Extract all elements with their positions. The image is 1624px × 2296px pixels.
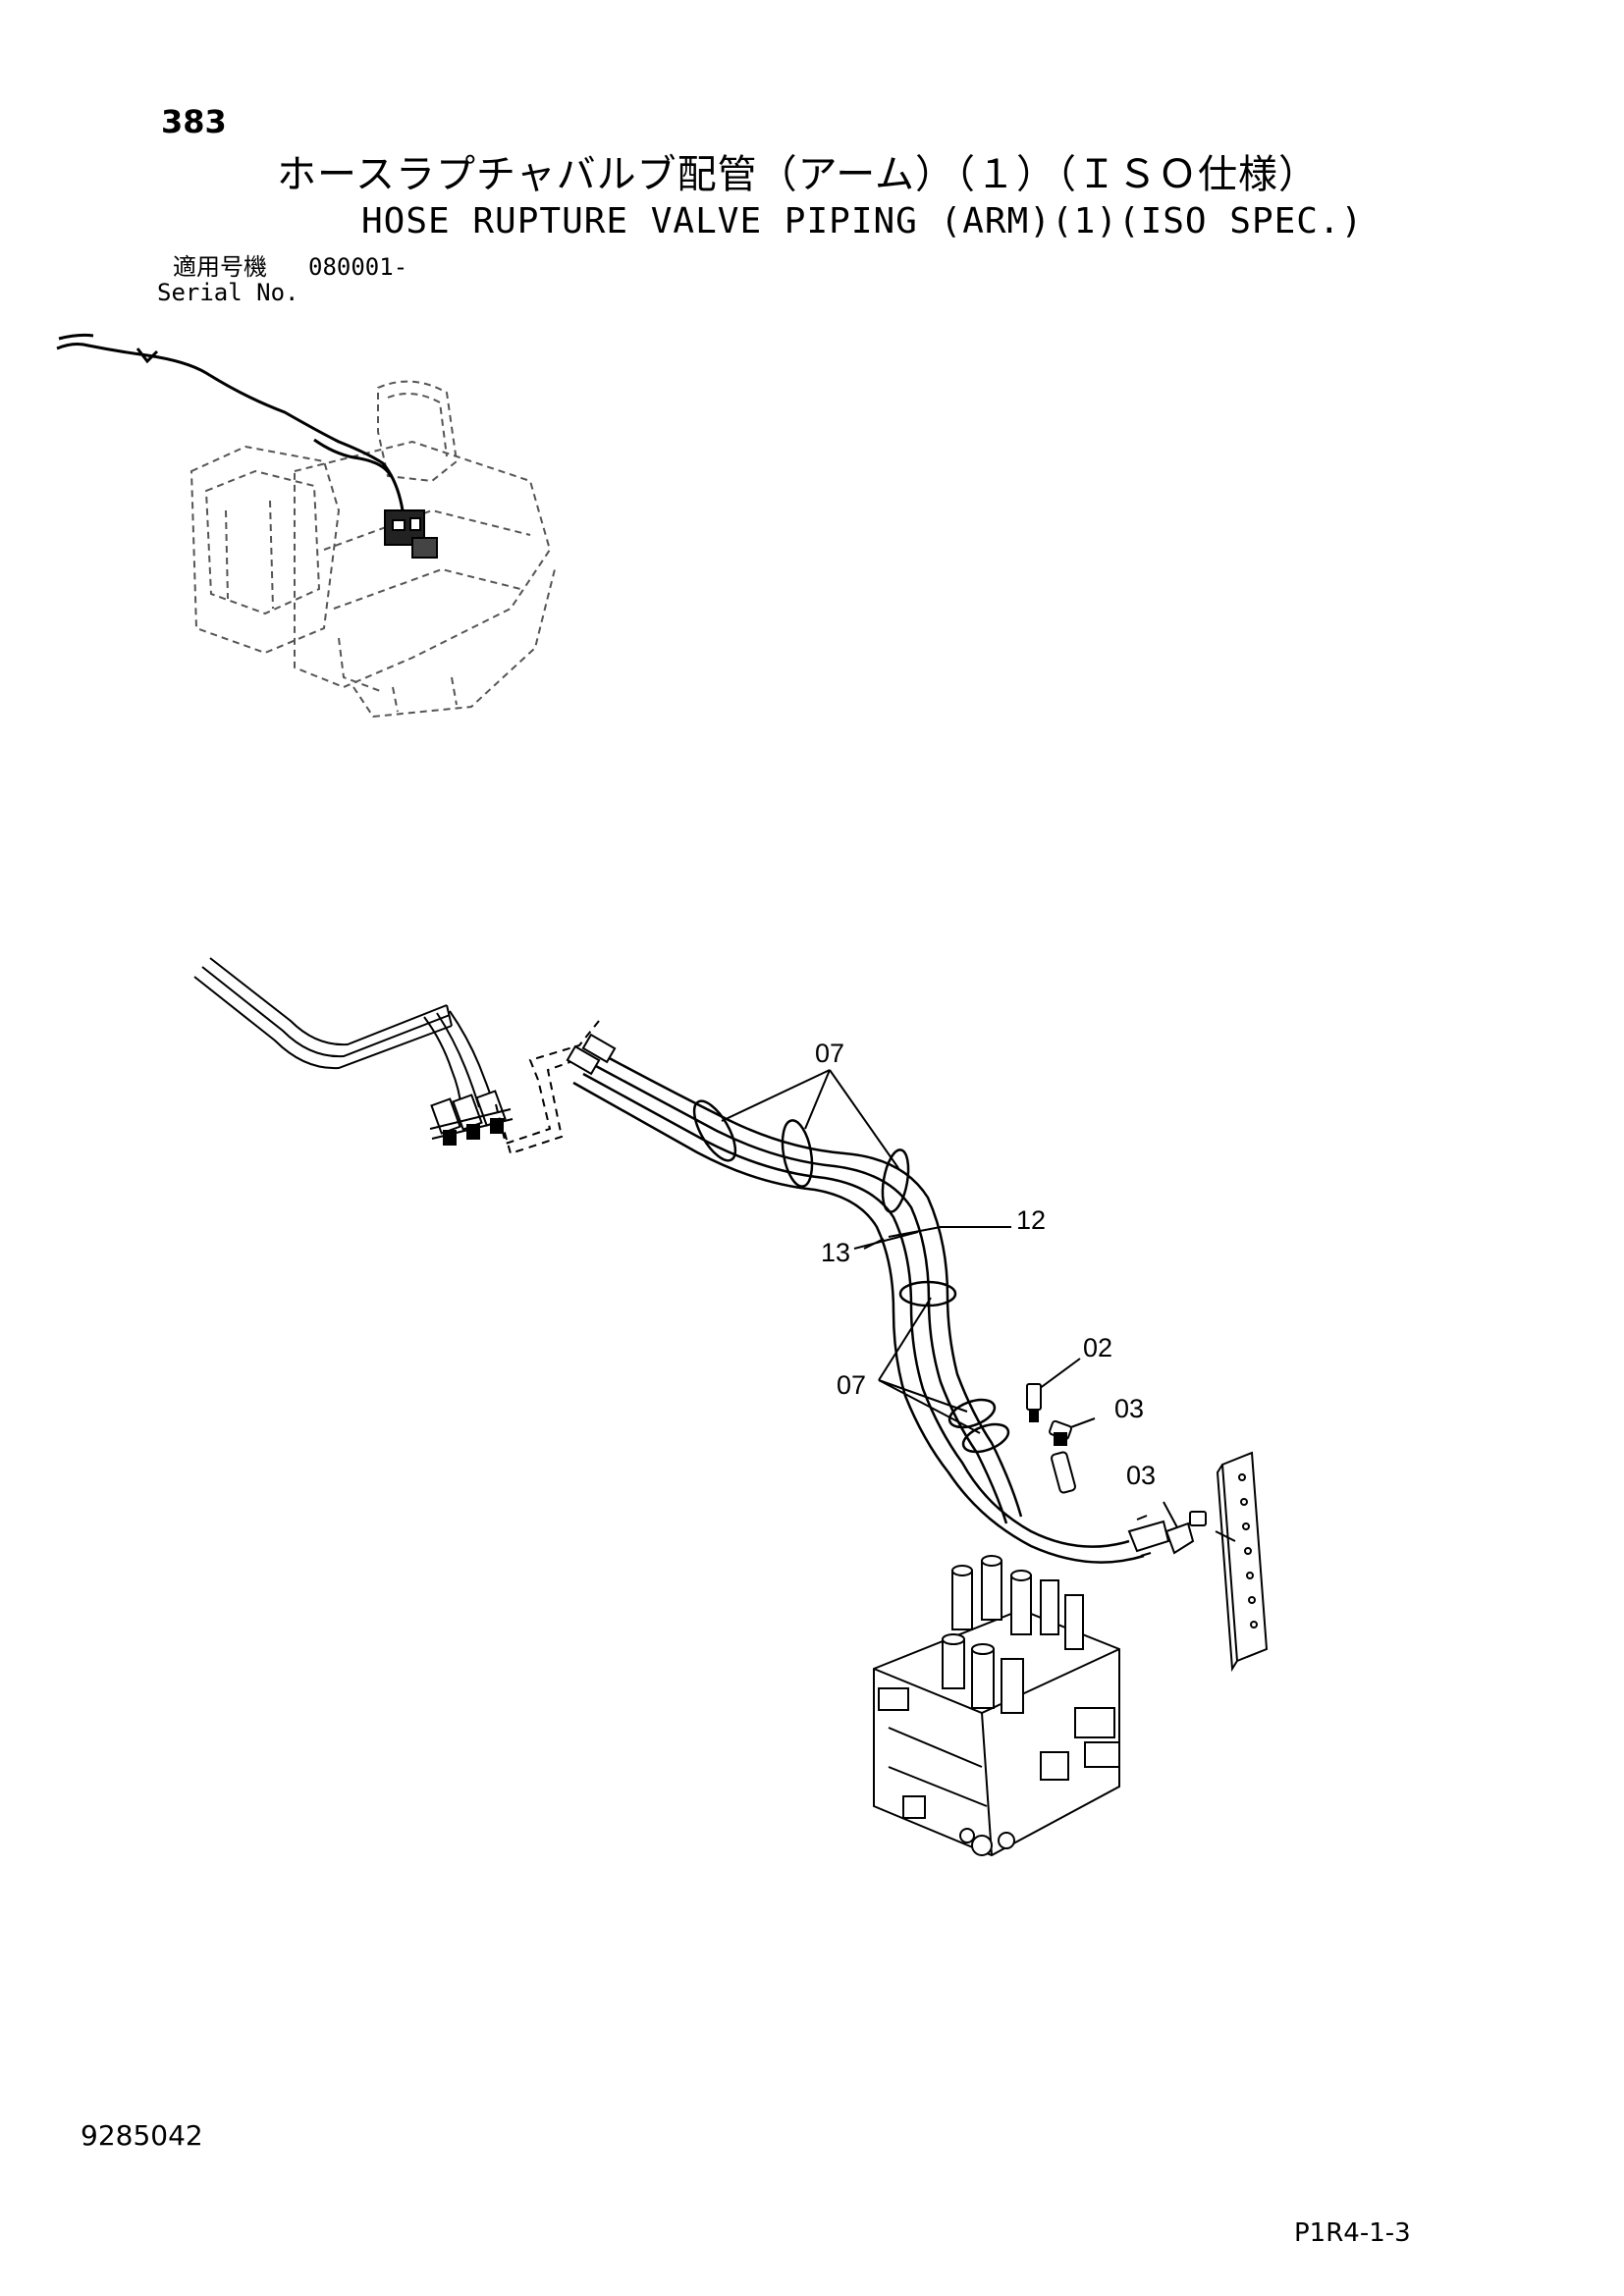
page-code: P1R4-1-3: [1294, 2218, 1411, 2248]
hose-lower-fittings: [1050, 1451, 1170, 1557]
overview-valve-block: [384, 509, 438, 559]
callout-13: 13: [821, 1238, 850, 1267]
fitting-02: [1026, 1383, 1042, 1422]
callout-03-b: 03: [1126, 1461, 1156, 1490]
overview-hose: [56, 333, 409, 541]
title-japanese: ホースラプチャバルブ配管（アーム）（１）（ＩＳＯ仕様）: [277, 152, 1319, 197]
hose-upper-ends: [566, 1033, 617, 1076]
page-number: 383: [161, 103, 227, 140]
control-valve: [873, 1555, 1120, 1857]
fitting-03a: [1049, 1419, 1072, 1446]
arm-tubes: [193, 957, 495, 1110]
machine-overview: [189, 380, 556, 719]
dashed-routing: [495, 1020, 600, 1155]
document-number: 9285042: [81, 2119, 203, 2152]
fitting-03b: [1164, 1511, 1207, 1555]
callout-12: 12: [1016, 1205, 1046, 1235]
callout-02: 02: [1083, 1333, 1112, 1362]
serial-value: 080001-: [308, 253, 408, 281]
serial-label-english: Serial No.: [157, 279, 299, 306]
callout-07-upper: 07: [815, 1039, 844, 1068]
bracket-plate: [1215, 1451, 1269, 1673]
serial-label-japanese: 適用号機: [173, 253, 267, 281]
title-english: HOSE RUPTURE VALVE PIPING (ARM)(1)(ISO S…: [361, 201, 1364, 241]
leader-lines: [721, 1069, 1179, 1530]
clamps-07: [692, 1099, 1010, 1454]
arm-fittings: [429, 1090, 514, 1146]
callout-03-a: 03: [1114, 1394, 1144, 1423]
callout-07-lower: 07: [837, 1370, 866, 1400]
